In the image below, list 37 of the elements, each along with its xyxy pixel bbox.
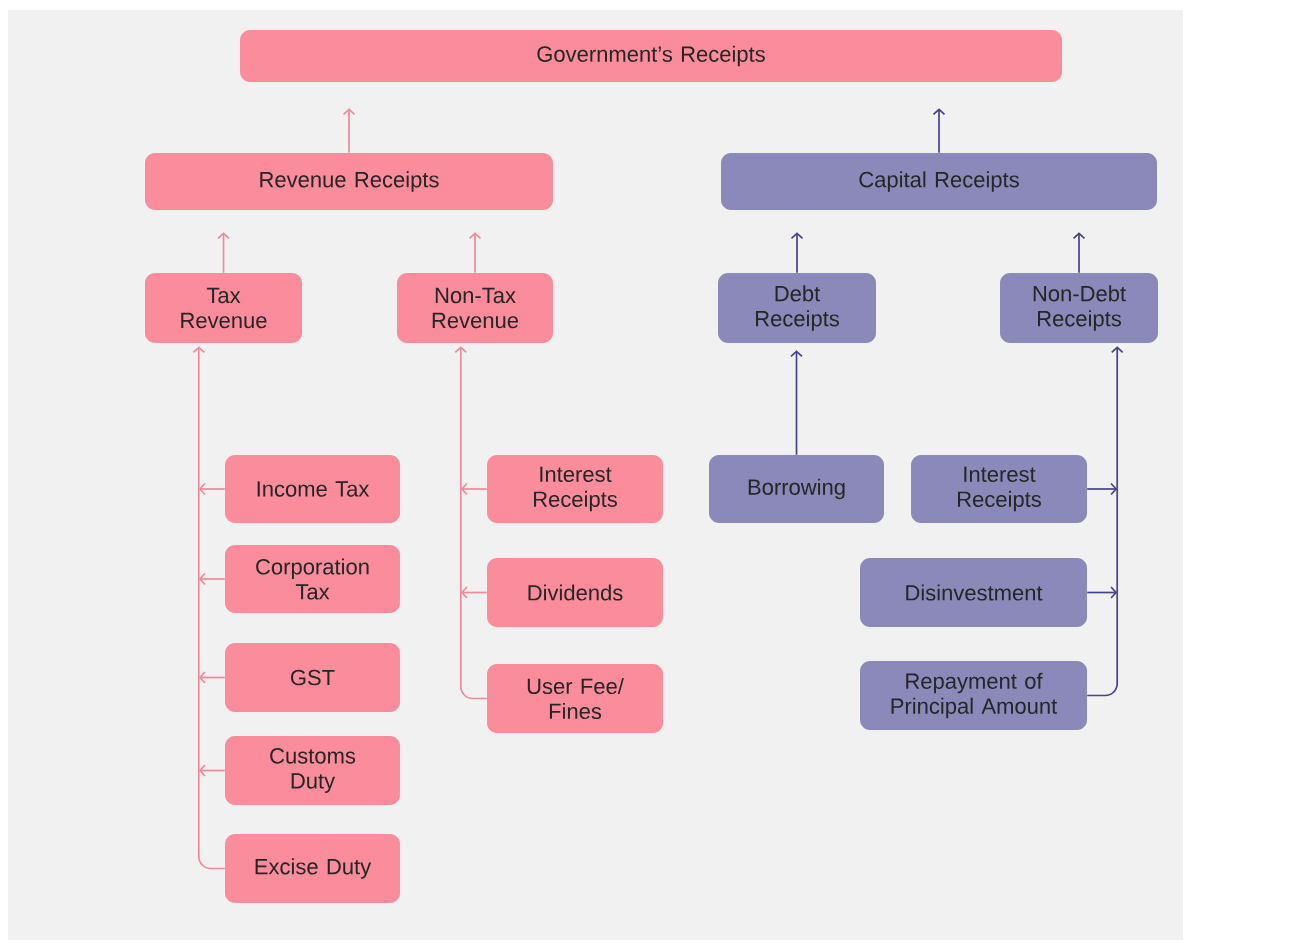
arrow [460, 586, 488, 599]
category-box: Interest Receipts [487, 455, 663, 523]
arrow [932, 108, 946, 154]
arrow [454, 346, 488, 700]
category-box: Repayment of Principal Amount [860, 661, 1087, 730]
category-box: Customs Duty [225, 736, 400, 805]
arrow [198, 764, 226, 777]
arrow [198, 671, 226, 684]
category-box: Income Tax [225, 455, 400, 523]
arrow [1086, 482, 1118, 496]
arrow [1086, 346, 1124, 697]
category-box: Revenue Receipts [145, 153, 553, 210]
category-box: GST [225, 643, 400, 712]
arrow [198, 572, 226, 586]
category-box: User Fee/ Fines [487, 664, 663, 733]
category-box: Disinvestment [860, 558, 1087, 627]
arrow [192, 346, 226, 870]
category-box: Interest Receipts [911, 455, 1087, 523]
arrow [217, 232, 230, 274]
arrow [1086, 586, 1118, 599]
category-box: Non-Tax Revenue [397, 273, 553, 343]
category-box: Dividends [487, 558, 663, 627]
arrow [790, 350, 803, 456]
category-box: Capital Receipts [721, 153, 1157, 210]
arrow [342, 108, 356, 154]
category-box: Non-Debt Receipts [1000, 273, 1158, 343]
arrow [790, 232, 804, 274]
category-box: Debt Receipts [718, 273, 876, 343]
category-box: Government’s Receipts [240, 30, 1062, 82]
category-box: Borrowing [709, 455, 884, 523]
category-box: Tax Revenue [145, 273, 302, 343]
category-box: Excise Duty [225, 834, 400, 903]
arrow [468, 232, 482, 274]
category-box: Corporation Tax [225, 545, 400, 613]
arrow [198, 482, 226, 496]
arrow [1072, 232, 1086, 274]
arrow [460, 482, 488, 496]
